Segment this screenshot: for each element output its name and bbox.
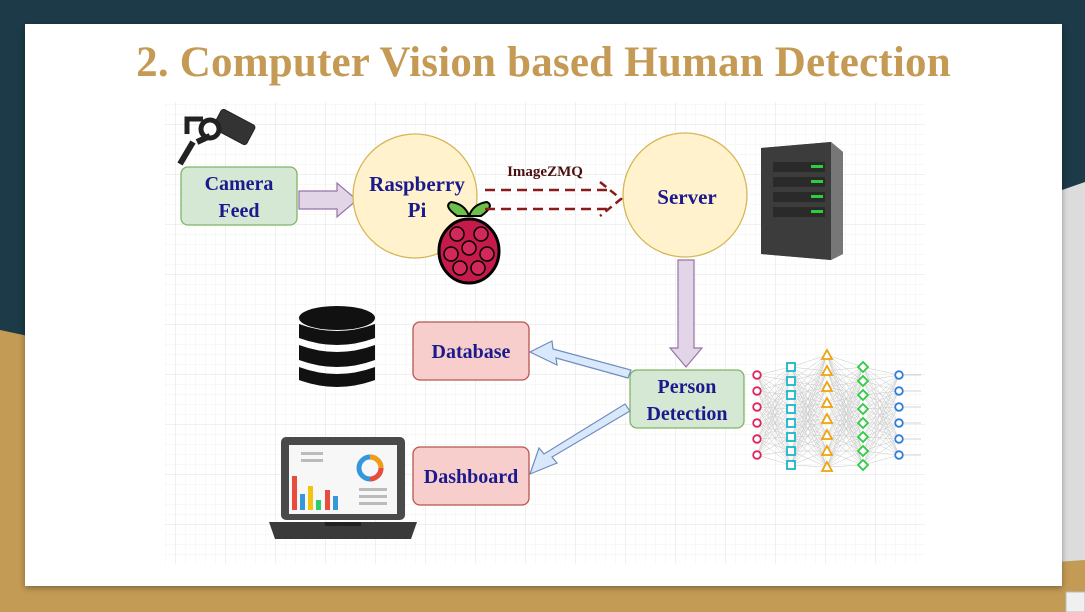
nn-neuron [820,396,834,408]
raspberry-pi-logo-icon [437,200,501,285]
nn-neuron [820,444,834,456]
nn-neuron [752,450,762,460]
laptop-dashboard-icon [269,437,417,539]
person-detection-label-2: Detection [646,403,727,425]
nn-neuron [894,418,904,428]
nn-neuron [856,416,870,430]
nn-neuron [894,402,904,412]
imagezmq-label: ImageZMQ [507,164,583,180]
dashboard-node: Dashboard [412,446,530,506]
nn-neuron [856,388,870,402]
dashboard-label: Dashboard [424,466,518,488]
nn-neuron [894,434,904,444]
nn-neuron [786,432,796,442]
nn-neuron [752,402,762,412]
slide-title: 2. Computer Vision based Human Detection [136,39,951,86]
nn-neuron [856,360,870,374]
nn-neuron [820,348,834,360]
arrow-detection-to-database [528,340,632,379]
nn-neuron [856,458,870,472]
database-label: Database [432,341,511,363]
nn-neuron [894,370,904,380]
nn-neuron [786,404,796,414]
neural-network-icon [752,348,921,472]
nn-neuron [786,418,796,428]
nn-neuron [856,444,870,458]
nn-neuron [752,386,762,396]
arrow-detection-to-dashboard [528,403,631,476]
nn-neuron [786,390,796,400]
nn-neuron [856,402,870,416]
nn-neuron [786,362,796,372]
nn-neuron [820,364,834,376]
raspberry-pi-node: Raspberry Pi [352,133,478,259]
camera-feed-label-2: Feed [218,200,259,222]
nn-neuron [820,412,834,424]
arrow-server-to-detection [668,259,704,368]
nn-neuron [820,380,834,392]
camera-feed-node: Camera Feed [180,166,298,226]
nn-neuron [786,446,796,456]
nn-neuron [786,376,796,386]
arrow-camera-to-pi [298,181,358,219]
database-node: Database [412,321,530,381]
nn-neuron [856,374,870,388]
nn-neuron [752,418,762,428]
raspberry-pi-label-1: Raspberry [369,172,465,196]
person-detection-label-1: Person [658,376,717,398]
raspberry-pi-label-2: Pi [408,198,427,222]
server-label: Server [657,185,716,209]
server-node: Server [622,132,748,258]
nn-neuron [894,386,904,396]
nn-neuron [856,430,870,444]
architecture-diagram: Camera Feed Raspberry Pi I [165,102,925,564]
server-rack-icon [761,142,843,260]
nn-neuron [820,460,834,472]
cctv-camera-icon [177,108,256,166]
nn-neuron [894,450,904,460]
nn-neuron [752,370,762,380]
camera-feed-label-1: Camera [205,173,274,195]
slide: Camera Feed Raspberry Pi I [25,24,1062,586]
arrow-pi-to-server: ImageZMQ [485,164,623,217]
nn-neuron [752,434,762,444]
nn-neuron [786,460,796,470]
person-detection-node: Person Detection [629,369,745,429]
database-icon [299,306,375,387]
nn-neuron [820,428,834,440]
